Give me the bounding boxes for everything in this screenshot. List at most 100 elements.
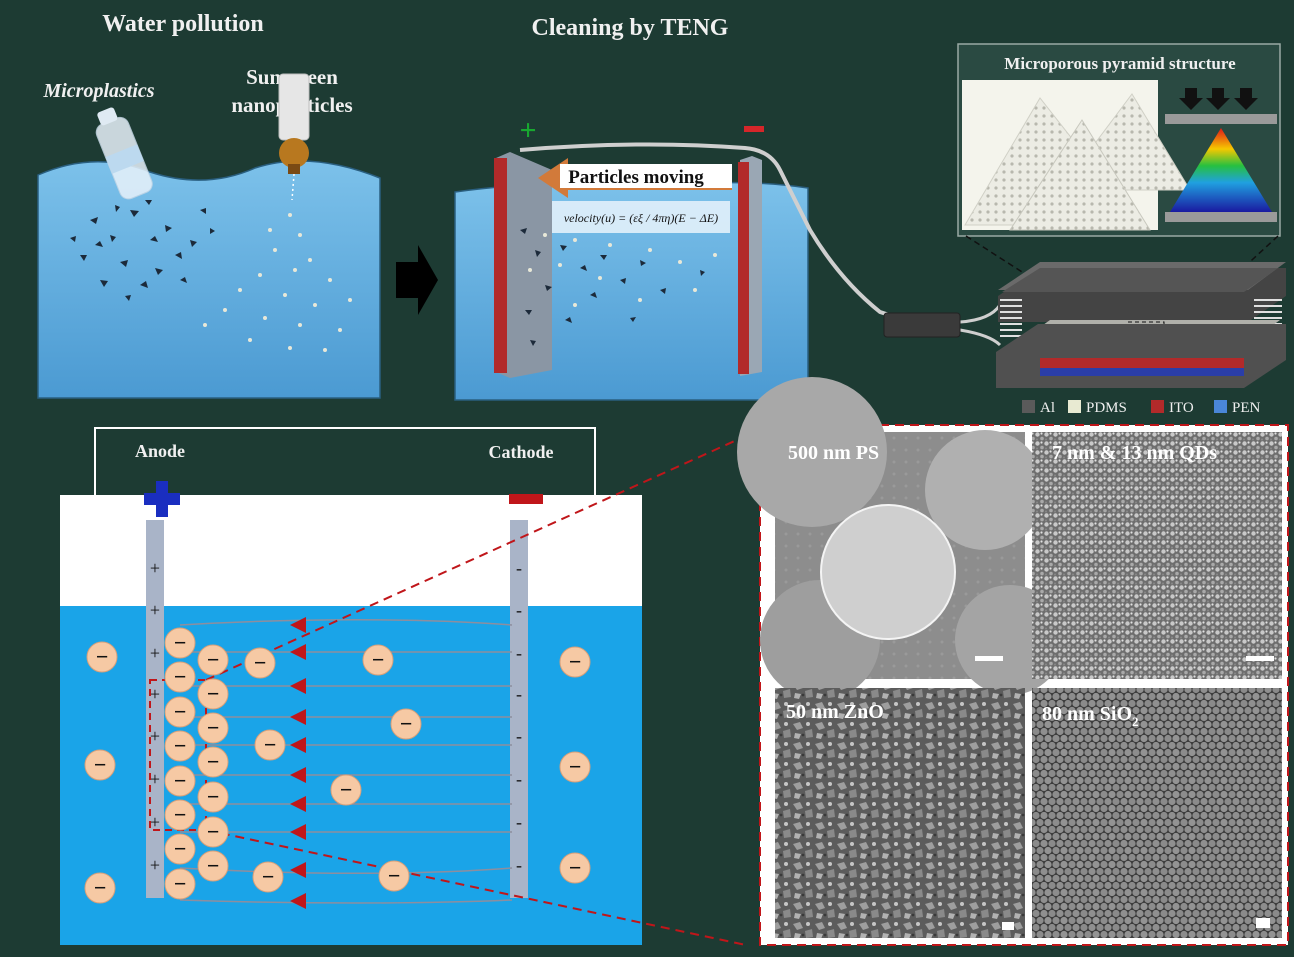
negative-particle	[390, 708, 422, 740]
negative-particle	[252, 861, 284, 893]
negative-particle-sign: −	[207, 715, 220, 740]
negative-particle-sign: −	[174, 836, 187, 861]
svg-text:-: -	[516, 684, 522, 704]
water-tank-polluted	[37, 160, 381, 399]
microplastic-particles	[70, 200, 215, 301]
label-pyramid-title: Microporous pyramid structure	[1004, 54, 1236, 73]
legend-label-al: Al	[1040, 400, 1055, 416]
negative-particle	[86, 641, 118, 673]
negative-particle-sign: −	[94, 875, 107, 900]
negative-particle	[164, 833, 196, 865]
negative-particle-sign: −	[174, 733, 187, 758]
legend-label-ito: ITO	[1169, 400, 1194, 416]
negative-particle-sign: −	[207, 681, 220, 706]
pyramid-inset: Microporous pyramid structure	[957, 43, 1281, 341]
process-arrow-icon	[396, 245, 438, 315]
cleaning-nanoparticles	[528, 233, 717, 307]
label-sem-zno: 50 nm ZnO	[786, 701, 884, 723]
negative-particle	[197, 746, 229, 778]
negative-particle	[254, 729, 286, 761]
negative-particle	[164, 661, 196, 693]
legend-swatch-al	[1022, 400, 1035, 413]
bottom-plate	[1165, 212, 1277, 222]
svg-text:-: -	[516, 855, 522, 875]
sem-panel-qds: 7 nm & 13 nm QDs	[1032, 432, 1282, 679]
svg-text:-: -	[516, 600, 522, 620]
negative-particle	[559, 751, 591, 783]
anode-electrode-3d	[496, 152, 552, 378]
negative-particle	[197, 678, 229, 710]
negative-particle	[197, 850, 229, 882]
negative-particle-sign: −	[174, 768, 187, 793]
svg-text:+: +	[150, 643, 160, 663]
negative-particle	[559, 852, 591, 884]
teng-device	[996, 262, 1286, 388]
negative-particle-sign: −	[174, 871, 187, 896]
stress-pyramid	[1170, 128, 1272, 212]
svg-text:+: +	[150, 684, 160, 704]
negative-particle	[197, 781, 229, 813]
cathode-red-edge	[738, 162, 749, 374]
sem-panel-ps: 500 nm PS	[737, 377, 1065, 700]
wire-top	[519, 142, 906, 322]
negative-particle-sign: −	[174, 630, 187, 655]
label-sem-ps: 500 nm PS	[788, 442, 879, 464]
electrophoresis-schematic: Anode Cathode + + + + + + + + - - - - - …	[60, 424, 771, 946]
svg-text:-: -	[516, 558, 522, 578]
negative-particle-sign: −	[96, 644, 109, 669]
label-microplastics: Microplastics	[42, 80, 154, 102]
sem-panel-zno: 50 nm ZnO	[775, 688, 1025, 938]
legend-swatch-pdms	[1068, 400, 1081, 413]
legend-swatch-pen	[1214, 400, 1227, 413]
negative-particle-sign: −	[174, 802, 187, 827]
svg-text:+: +	[150, 558, 160, 578]
negative-particle-sign: −	[254, 650, 267, 675]
svg-text:-: -	[516, 812, 522, 832]
sunscreen-tube-icon	[278, 73, 310, 201]
pressure-arrows	[1179, 88, 1258, 110]
svg-text:-: -	[516, 643, 522, 663]
negative-particle-sign: −	[569, 855, 582, 880]
legend-label-pen: PEN	[1232, 400, 1261, 416]
negative-particle-sign: −	[400, 711, 413, 736]
label-particles-moving: Particles moving	[568, 167, 704, 188]
negative-particle-sign: −	[388, 863, 401, 888]
plus-sign-green: +	[519, 114, 536, 147]
negative-particle	[197, 644, 229, 676]
negative-particles: −−−−−−−−−−−−−−−−−−−−−−−−−−−−	[84, 627, 591, 904]
svg-text:+: +	[150, 855, 160, 875]
legend-swatch-ito	[1151, 400, 1164, 413]
formula-bg	[552, 201, 730, 233]
title-water-pollution: Water pollution	[102, 11, 264, 37]
bottle-icon	[95, 107, 153, 200]
negative-particle-sign: −	[207, 749, 220, 774]
svg-text:+: +	[150, 726, 160, 746]
label-anode: Anode	[135, 441, 185, 461]
negative-particle	[164, 799, 196, 831]
negative-particle-sign: −	[264, 732, 277, 757]
negative-particle-sign: −	[372, 647, 385, 672]
negative-particle-sign: −	[569, 754, 582, 779]
top-plate	[1165, 114, 1277, 124]
label-sem-sio2: 80 nm SiO2	[1042, 703, 1139, 729]
negative-particle	[378, 860, 410, 892]
negative-particle-sign: −	[340, 777, 353, 802]
sem-images: 500 nm PS 7 nm & 13 nm QDs 50 nm ZnO 80 …	[737, 377, 1289, 946]
anode-plus-signs: + + + + + + + +	[150, 558, 160, 875]
negative-particle	[164, 868, 196, 900]
negative-particle	[164, 627, 196, 659]
negative-particle	[244, 647, 276, 679]
negative-particle	[164, 765, 196, 797]
cathode-minus-signs: - - - - - - - -	[516, 558, 522, 875]
negative-particle-sign: −	[207, 819, 220, 844]
negative-particle	[197, 816, 229, 848]
sem-panel-sio2: 80 nm SiO2	[1032, 688, 1282, 938]
field-arrowheads	[290, 617, 306, 909]
label-velocity-formula: velocity(u) = (εξ / 4πη)(E − ΔE)	[564, 211, 718, 225]
negative-particle-sign: −	[262, 864, 275, 889]
circuit-wire	[94, 427, 596, 511]
negative-particle-sign: −	[207, 853, 220, 878]
particles-moving-label-bg	[560, 164, 732, 188]
svg-text:+: +	[150, 812, 160, 832]
